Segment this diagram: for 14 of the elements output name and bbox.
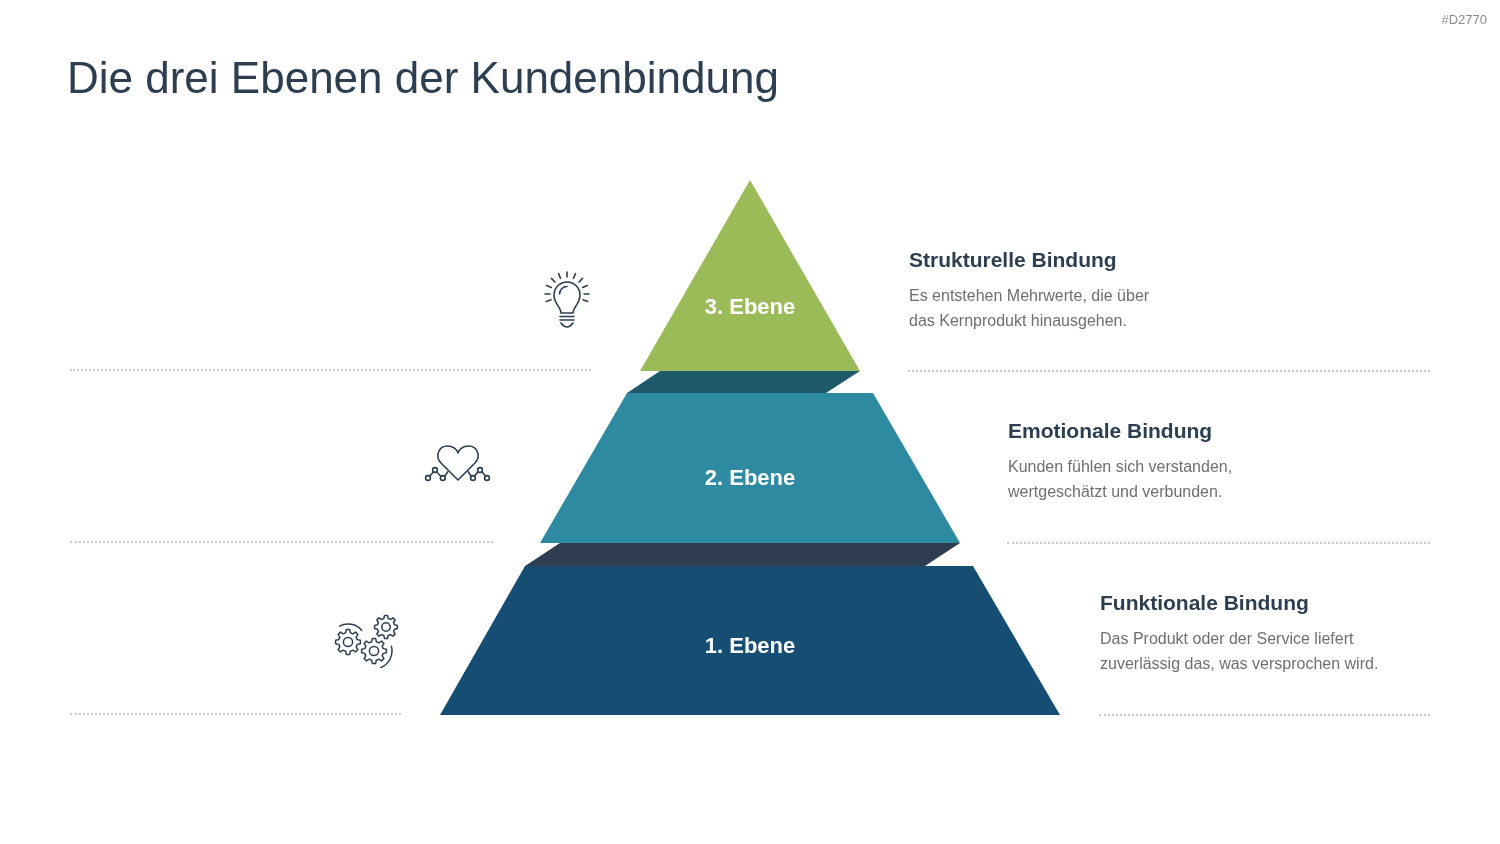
tier-label: 1. Ebene bbox=[704, 632, 796, 660]
level-description: Kunden fühlen sich verstanden, wertgeschätzt und verbunden. bbox=[1008, 457, 1234, 502]
level-heading: Strukturelle Bindung bbox=[909, 247, 1117, 273]
pyramid-apex-triangle bbox=[640, 180, 860, 371]
level-description: Es entstehen Mehrwerte, die über das Kernprodukt hinausgehen. bbox=[909, 286, 1151, 331]
pyramid-tier bbox=[440, 566, 1060, 715]
tier-label: 3. Ebene bbox=[704, 293, 796, 321]
level-heading: Emotionale Bindung bbox=[1008, 418, 1213, 444]
pyramid-tier bbox=[540, 393, 960, 543]
slide-title: Die drei Ebenen der Kundenbindung bbox=[67, 56, 779, 100]
level-description: Das Produkt oder der Service liefert zuverlässig das, was versprochen wird. bbox=[1100, 629, 1380, 674]
tier-label: 2. Ebene bbox=[704, 464, 796, 492]
reference-code: #D2770 bbox=[1441, 12, 1487, 28]
level-heading: Funktionale Bindung bbox=[1100, 590, 1309, 616]
